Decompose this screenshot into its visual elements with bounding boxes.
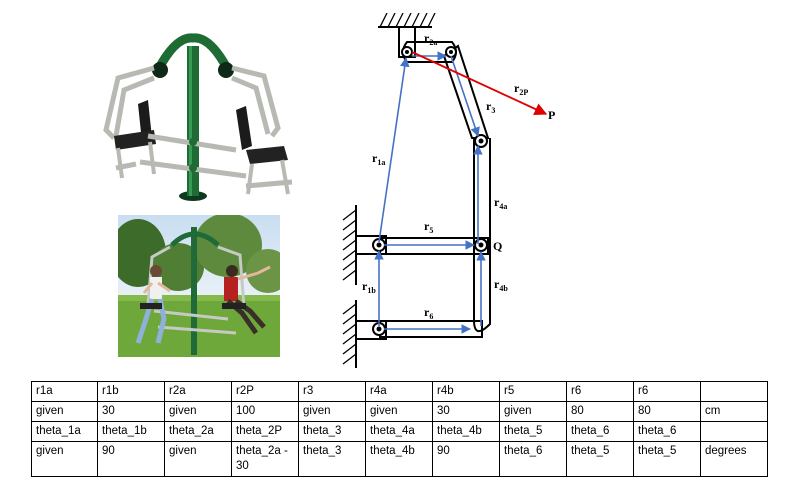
table-cell: theta_3 bbox=[298, 441, 366, 477]
table-cell: theta_5 bbox=[499, 421, 567, 442]
r1a-label: r1a bbox=[372, 151, 385, 167]
table-cell: degrees bbox=[700, 441, 768, 477]
table-cell: theta_2P bbox=[231, 421, 299, 442]
table-cell: given bbox=[499, 401, 567, 422]
table-cell: r5 bbox=[499, 381, 567, 402]
table-cell: r4a bbox=[365, 381, 433, 402]
table-cell: 30 bbox=[97, 401, 165, 422]
table-cell: theta_5 bbox=[633, 441, 701, 477]
table-cell: r6 bbox=[633, 381, 701, 402]
table-cell: given bbox=[298, 401, 366, 422]
table-cell: 80 bbox=[633, 401, 701, 422]
table-cell: given bbox=[164, 401, 232, 422]
table-cell: 100 bbox=[231, 401, 299, 422]
table-cell: given bbox=[164, 441, 232, 477]
r4b-label: r4b bbox=[494, 277, 508, 293]
outdoor-chest-press-equipment-photo bbox=[96, 18, 296, 208]
r5-label: r5 bbox=[424, 219, 433, 235]
table-cell: 90 bbox=[432, 441, 500, 477]
point-P-label: P bbox=[548, 108, 555, 122]
table-cell: theta_2a bbox=[164, 421, 232, 442]
point-Q-label: Q bbox=[493, 239, 502, 253]
table-cell: 90 bbox=[97, 441, 165, 477]
linkage-kinematic-diagram: r2a r2P r3 r1a r4a r5 r1b r4b r6 P Q bbox=[342, 12, 555, 368]
r6-label: r6 bbox=[424, 305, 433, 321]
r2a-label: r2a bbox=[424, 31, 437, 47]
table-cell: theta_2a - 30 bbox=[231, 441, 299, 477]
table-cell: r1a bbox=[31, 381, 98, 402]
table-cell: theta_6 bbox=[633, 421, 701, 442]
table-cell: theta_3 bbox=[298, 421, 366, 442]
r2P-label: r2P bbox=[514, 81, 528, 97]
pin-joints bbox=[372, 46, 488, 336]
r3-label: r3 bbox=[486, 99, 495, 115]
table-cell: theta_6 bbox=[566, 421, 634, 442]
table-cell: given bbox=[31, 441, 98, 477]
mechanism-links bbox=[379, 41, 491, 338]
table-cell: 30 bbox=[432, 401, 500, 422]
position-vectors bbox=[374, 51, 486, 334]
table-cell: cm bbox=[700, 401, 768, 422]
people-using-equipment-photo bbox=[118, 215, 280, 357]
table-cell: r1b bbox=[97, 381, 165, 402]
table-cell: given bbox=[31, 401, 98, 422]
left-ground-support-lower bbox=[342, 300, 387, 368]
table-cell bbox=[700, 421, 768, 442]
table-cell: given bbox=[365, 401, 433, 422]
table-cell: r4b bbox=[432, 381, 500, 402]
table-cell: theta_1a bbox=[31, 421, 98, 442]
table-cell: theta_6 bbox=[499, 441, 567, 477]
table-cell: theta_1b bbox=[97, 421, 165, 442]
table-cell: 80 bbox=[566, 401, 634, 422]
table-cell bbox=[700, 381, 768, 402]
table-cell: theta_4b bbox=[365, 441, 433, 477]
r4a-label: r4a bbox=[494, 195, 507, 211]
r2P-force-vector bbox=[411, 51, 548, 115]
table-cell: r3 bbox=[298, 381, 366, 402]
table-cell: theta_4a bbox=[365, 421, 433, 442]
table-cell: r2a bbox=[164, 381, 232, 402]
table-cell: r6 bbox=[566, 381, 634, 402]
table-cell: theta_4b bbox=[432, 421, 500, 442]
table-cell: theta_5 bbox=[566, 441, 634, 477]
r1b-label: r1b bbox=[362, 279, 376, 295]
table-cell: r2P bbox=[231, 381, 299, 402]
